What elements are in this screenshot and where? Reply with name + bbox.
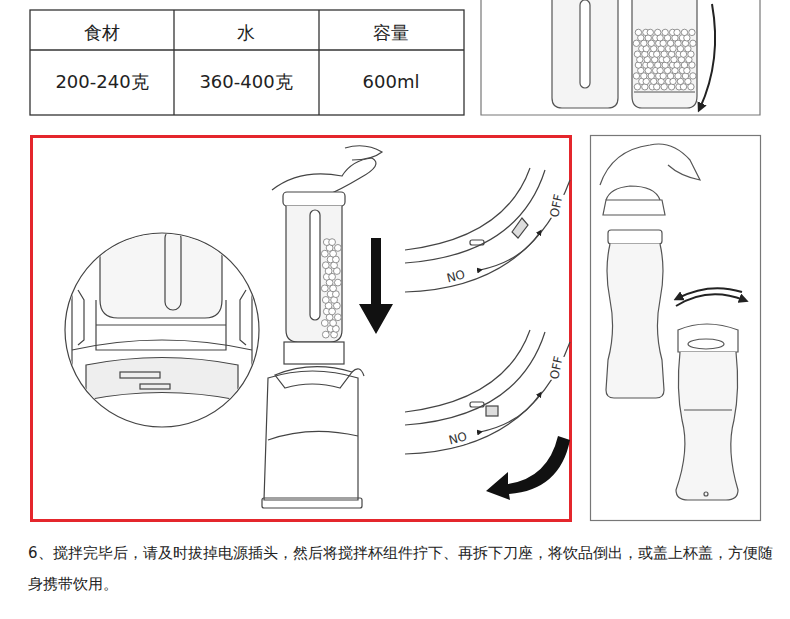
highlight-frame [32,137,571,521]
table-header: 容量 [373,23,409,43]
bead [681,29,687,35]
dial-mark: NO [444,268,467,286]
bead [334,245,341,252]
ingredient-beads [321,239,341,338]
table-header: 水 [237,23,255,43]
bead [322,331,329,338]
table-cell: 600ml [363,72,420,92]
bead [334,314,341,321]
table-header: 食材 [84,23,120,43]
instruction-text: 6、搅拌完毕后，请及时拔掉电源插头，然后将搅拌杯组件拧下、再拆下刀座，将饮品倒出… [28,538,784,600]
dial-mark: OFF [548,192,566,219]
bead [662,29,668,35]
ratio-table [30,10,464,115]
bead [690,40,696,46]
bead [634,84,640,90]
bead [329,239,336,246]
bead [334,279,341,286]
step-panel-top [481,0,760,115]
push-down-arrow [359,238,393,334]
lock-dial [405,168,570,454]
blender [262,146,382,508]
bead [322,262,329,269]
step-panel-right [591,136,761,521]
bead [322,297,329,304]
bead [321,285,328,292]
table-cell: 360-400克 [199,72,292,92]
bead [647,29,653,35]
bead [633,73,639,79]
table-cell: 200-240克 [55,72,148,92]
bead [690,73,696,79]
bead [634,51,640,57]
bead [321,250,328,257]
magnified-view [65,230,259,440]
bead [689,29,695,35]
bead [321,320,328,327]
bead [655,29,661,35]
bead [633,40,639,46]
dial-mark: OFF [548,354,566,381]
bead [674,29,680,35]
turn-arrow [486,436,570,500]
dial-mark: NO [446,430,469,448]
ingredient-beads [633,29,696,90]
bead [635,29,641,35]
